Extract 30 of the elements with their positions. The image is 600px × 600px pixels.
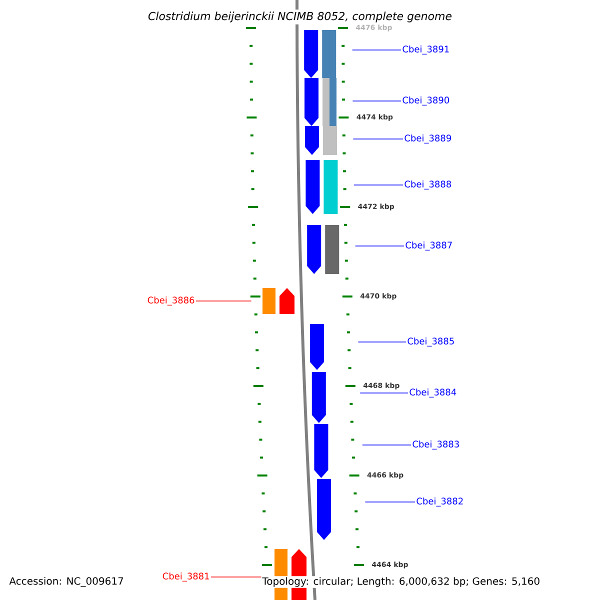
gene-feature	[280, 288, 294, 314]
leader-line	[196, 300, 252, 302]
gene-label: Cbei_3890	[402, 96, 450, 106]
gene-feature	[307, 225, 322, 274]
gene-feature	[305, 126, 319, 155]
gene-label: Cbei_3881	[162, 572, 209, 582]
gene-label: Cbei_3887	[406, 242, 452, 250]
gene-label: Cbei_3886	[148, 296, 194, 306]
gene-feature	[304, 78, 318, 126]
gene-label: Cbei_3885	[408, 338, 454, 346]
gene-label: Cbei_3891	[402, 46, 449, 54]
gene-feature	[314, 424, 328, 478]
info-text: Accession: NC_009617	[9, 577, 124, 587]
leader-line	[352, 100, 402, 102]
leader-line	[362, 444, 412, 446]
gene-label: Cbei_3884	[410, 388, 456, 398]
gene-label: Cbei_3883	[412, 440, 459, 450]
gene-feature	[317, 479, 331, 540]
gene-feature	[310, 324, 324, 370]
gene-label: Cbei_3882	[416, 498, 463, 506]
leader-line	[352, 138, 404, 140]
leader-line	[210, 576, 264, 578]
gene-label: Cbei_3889	[404, 134, 451, 144]
leader-line	[354, 184, 404, 186]
gene-feature	[304, 30, 318, 78]
leader-line	[360, 392, 408, 394]
title: Clostridium beijerinckii NCIMB 8052, complete genome	[146, 10, 454, 24]
gene-feature	[306, 160, 320, 214]
gene-label: Cbei_3888	[404, 180, 452, 190]
info-text: Topology: circular; Length: 6,000,632 bp; Genes: 5,160	[261, 576, 542, 588]
